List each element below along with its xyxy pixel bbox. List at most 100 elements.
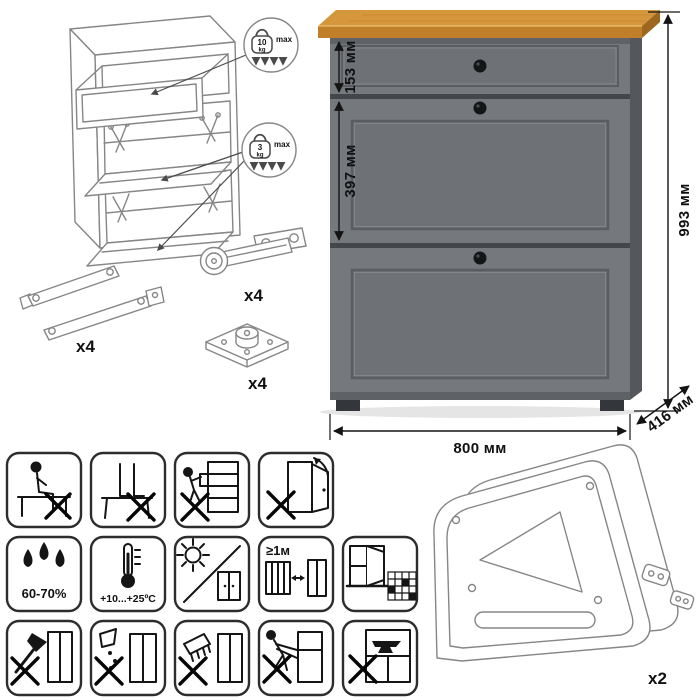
sketch-flap1-open <box>84 161 232 197</box>
x-mark <box>180 492 210 522</box>
mount-bracket-icon <box>641 563 671 587</box>
wardrobe-icon <box>217 633 243 683</box>
humidity-label: 60-70% <box>22 586 67 601</box>
cabinet-flap-bottom <box>350 251 610 380</box>
x-mark <box>348 654 378 684</box>
pouring-cup-icon <box>99 628 117 670</box>
flap-knob <box>473 251 487 265</box>
dimension-flap-height-label: 397 мм <box>342 144 359 197</box>
care-icon-no-moving-loaded <box>257 619 335 697</box>
stay-count-label: x4 <box>76 337 95 356</box>
temperature-label: +10...+25ºC <box>100 593 156 605</box>
floor-shadow <box>320 406 640 418</box>
load-arrows-icon <box>249 161 286 171</box>
kettlebell-icon: 10 kg <box>251 28 273 54</box>
care-icon-ventilation <box>341 535 419 613</box>
part-hinge: x4 <box>199 227 307 305</box>
load-callout-drawer: 10 kg max <box>243 17 299 73</box>
open-door-cabinet-icon <box>287 461 329 513</box>
mount-bracket-icon <box>669 590 695 610</box>
care-icon-no-impact <box>5 619 83 697</box>
stay-arm-2 <box>43 295 152 341</box>
anvil-icon <box>372 641 401 653</box>
climbing-child-icon <box>189 476 202 503</box>
kettlebell-icon: 3 kg <box>249 133 271 159</box>
drawer-chest-icon <box>199 461 239 513</box>
window-icon <box>345 545 389 588</box>
care-icon-temperature: +10...+25ºC <box>89 535 167 613</box>
care-icon-no-door-hanging <box>257 451 335 529</box>
water-drops-icon <box>23 542 65 567</box>
hinge-count-label: x4 <box>244 286 263 305</box>
leg-boss <box>235 326 259 340</box>
x-mark <box>262 654 292 684</box>
dimension-total-height-label: 993 мм <box>676 183 693 236</box>
care-icon-no-abrasive <box>173 619 251 697</box>
sketch-cabinet <box>69 15 241 267</box>
x-mark <box>126 492 156 522</box>
load-arrows-icon <box>251 56 288 66</box>
seam <box>330 243 630 248</box>
sketch-front-face <box>94 41 241 249</box>
wardrobe-icon <box>307 559 327 597</box>
brush-icon <box>183 633 211 662</box>
min-distance-label: ≥1м <box>266 543 290 558</box>
sketch-drawer-front <box>75 77 204 130</box>
stay-arm-1 <box>27 265 120 307</box>
seam <box>330 94 630 99</box>
part-adjustable-leg: x4 <box>205 323 289 393</box>
care-icon-heat-distance: ≥1м <box>257 535 335 613</box>
x-mark <box>44 492 72 520</box>
care-icon-humidity: 60-70% <box>5 535 83 613</box>
wardrobe-icon <box>129 633 157 683</box>
flap-load-value: 3 <box>258 143 263 152</box>
callout-leaders <box>150 54 247 252</box>
cabinet-wood-top <box>318 10 660 38</box>
care-icon-no-sitting <box>5 451 83 529</box>
side-panel-count-label: x2 <box>648 669 667 688</box>
care-icon-no-sunlight <box>173 535 251 613</box>
cabinet-leg <box>600 400 624 411</box>
side-panel-front <box>433 460 651 662</box>
cabinet-render <box>318 10 660 418</box>
cabinet-leg <box>336 400 360 411</box>
care-icon-no-standing <box>89 451 167 529</box>
dimension-width-label: 800 мм <box>453 440 506 457</box>
x-mark <box>178 656 208 686</box>
care-icon-no-climbing <box>173 451 251 529</box>
flap-load-max-label: max <box>274 140 291 149</box>
cabinet-drawer <box>341 45 619 87</box>
flap-knob <box>473 101 487 115</box>
part-side-panels: x2 <box>433 444 695 688</box>
distance-arrow-icon <box>291 575 305 581</box>
wardrobe-icon <box>217 571 241 601</box>
thermometer-icon <box>121 543 141 588</box>
leg-count-label: x4 <box>248 374 267 393</box>
care-icon-no-overloading <box>341 619 419 697</box>
drawer-load-max-label: max <box>276 35 293 44</box>
dimension-drawer-height-label: 153 мм <box>342 40 359 93</box>
x-mark <box>94 656 124 686</box>
cabinet-flap-middle <box>350 101 610 231</box>
drawer-load-unit: kg <box>258 48 265 54</box>
sun-icon <box>176 538 210 572</box>
load-callout-flap: 3 kg max <box>241 122 297 178</box>
x-mark <box>266 490 296 520</box>
x-mark <box>10 656 40 686</box>
standing-feet-icon <box>119 463 145 497</box>
part-lift-stay: x4 <box>19 265 165 356</box>
cabinet-side <box>630 31 642 400</box>
care-icon-no-liquids <box>89 619 167 697</box>
sketch-lift-arms <box>110 114 221 223</box>
hinge-cup <box>199 246 229 276</box>
wardrobe-icon <box>47 631 73 683</box>
calendar-grid-icon <box>387 571 417 601</box>
divider-line <box>183 545 241 603</box>
radiator-icon <box>265 561 291 595</box>
drawer-load-value: 10 <box>258 38 267 47</box>
care-icons-grid: 60-70% +10...+25ºC ≥1м <box>5 451 419 697</box>
drawer-knob <box>473 59 487 73</box>
flap-load-unit: kg <box>256 153 263 159</box>
wardrobe-icon <box>297 631 323 683</box>
